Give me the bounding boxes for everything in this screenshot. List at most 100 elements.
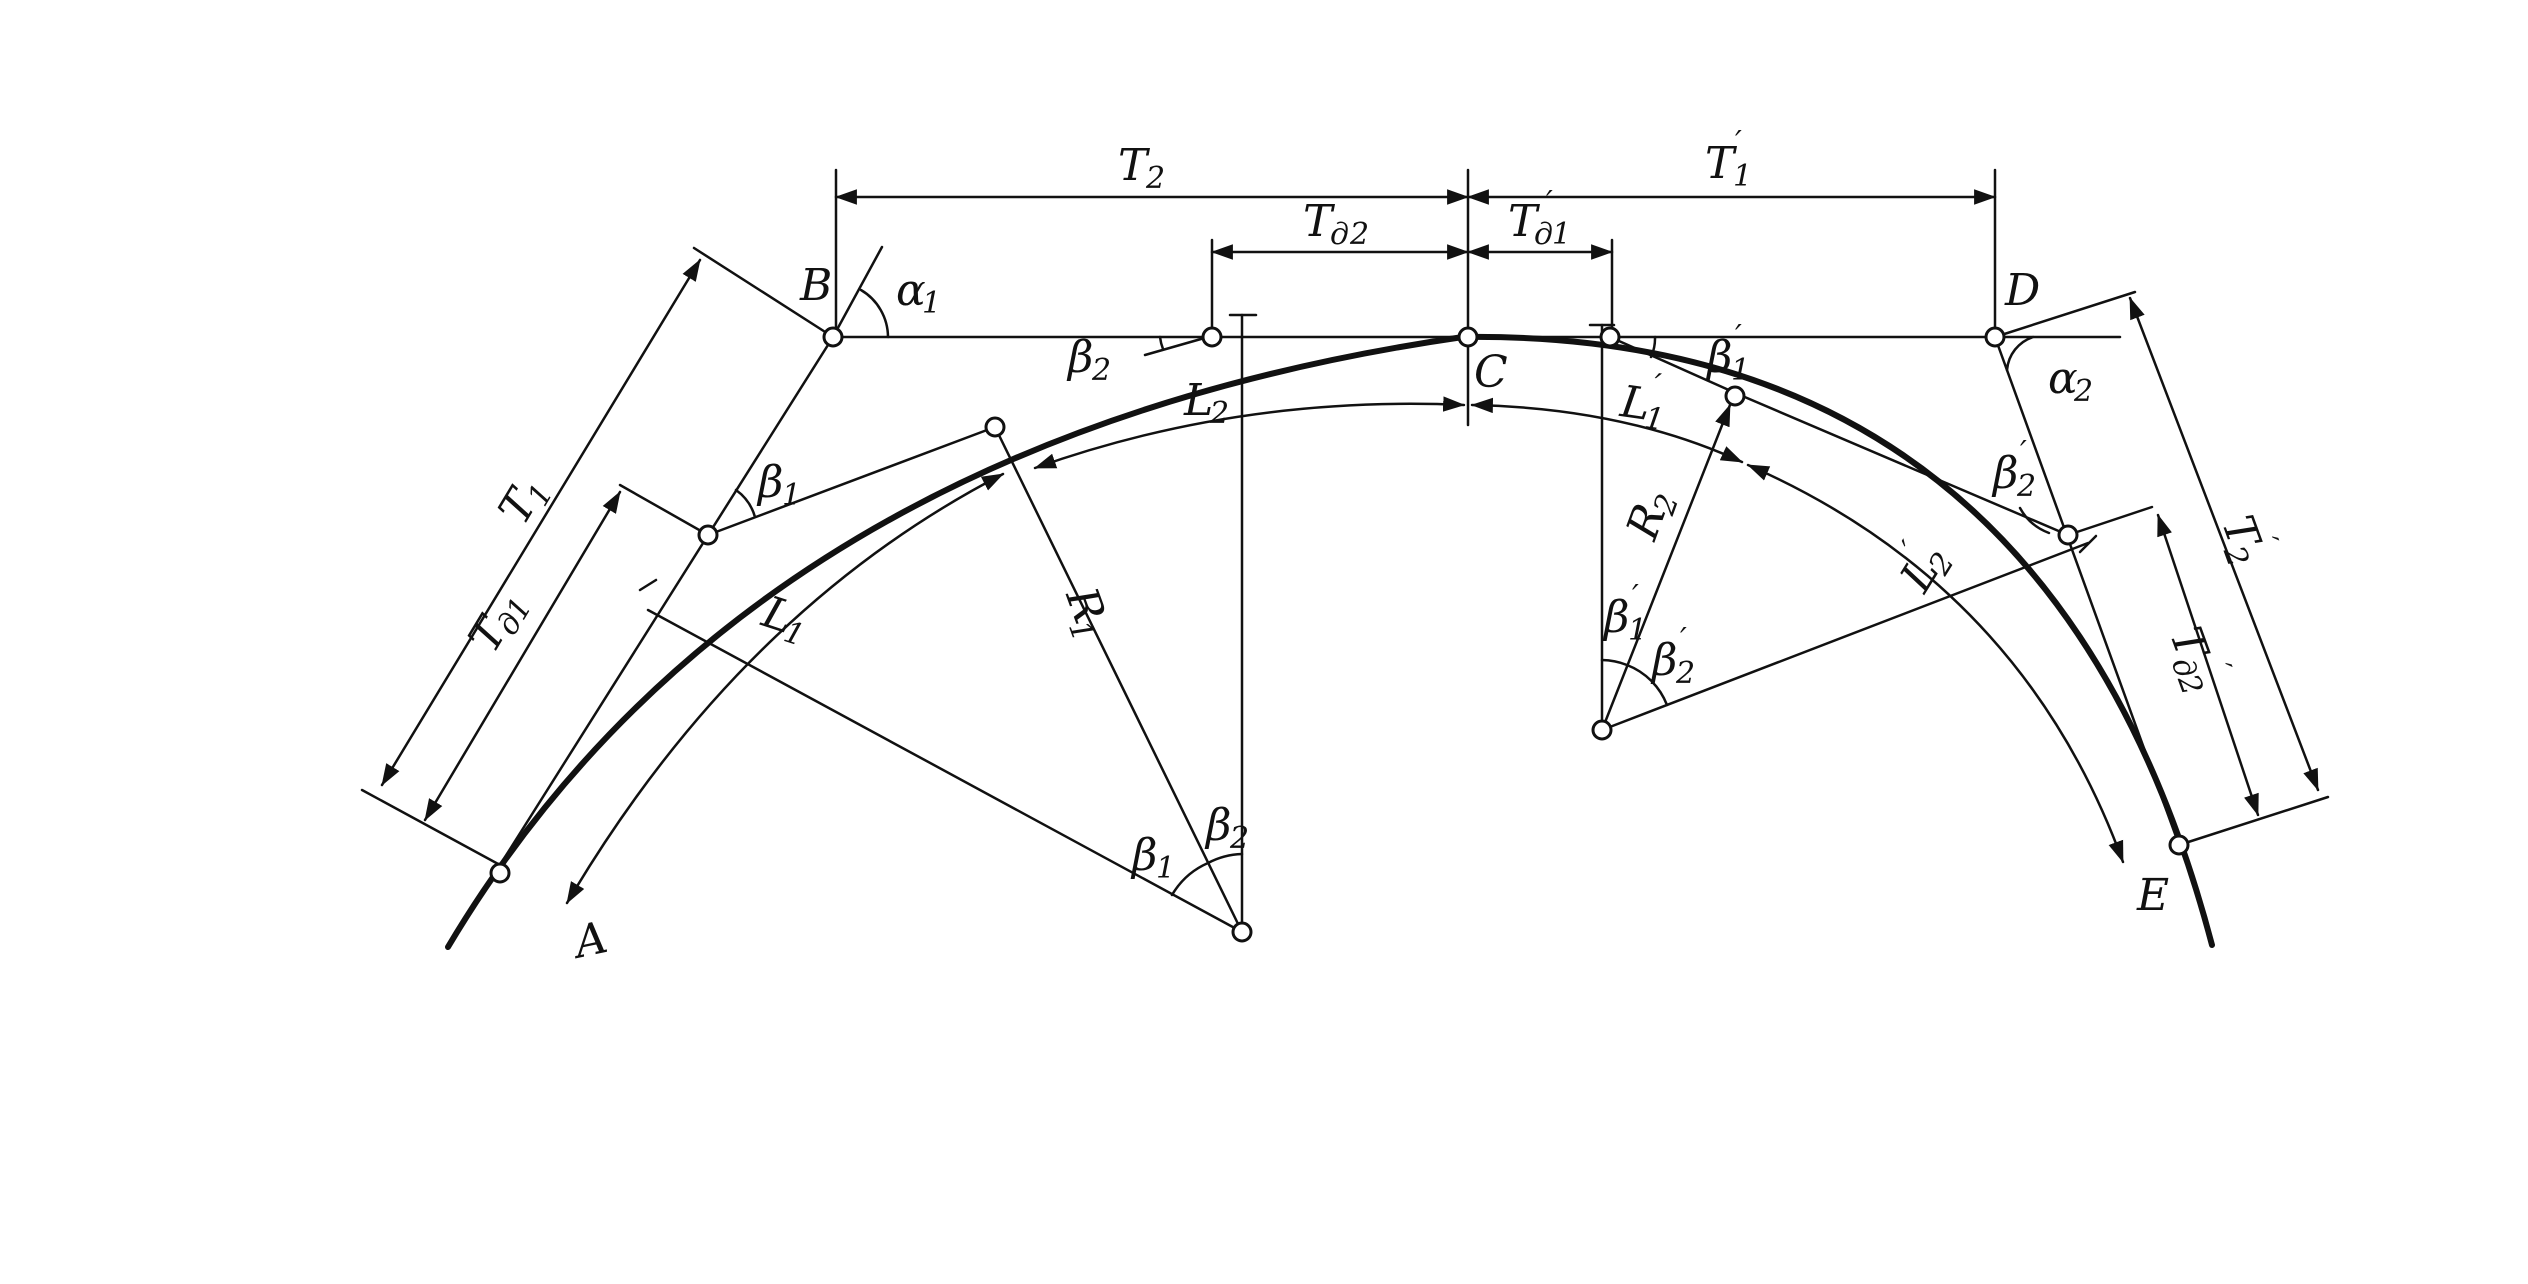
angle-arc-beta1-b1	[734, 488, 757, 519]
point-d1	[2057, 524, 2079, 546]
point-a	[489, 862, 511, 884]
chord-d2-p2	[1608, 335, 1742, 397]
svg-text:β: β	[1066, 332, 1093, 383]
svg-text:1: 1	[1552, 217, 1571, 252]
svg-text:2: 2	[2073, 374, 2093, 409]
radius-to-a	[646, 608, 1244, 934]
angle-arc-alpha1	[859, 288, 890, 339]
curve-arc-1	[445, 334, 1466, 950]
chord-tick-b2	[1143, 335, 1210, 357]
label-l2-prime: L 2 ′	[1890, 535, 1962, 601]
svg-text:β: β	[1991, 448, 2018, 499]
chord-b1-p1	[706, 425, 997, 537]
center-o2	[1591, 719, 1613, 741]
label-td1: T д 1	[459, 592, 539, 662]
point-c	[1457, 326, 1479, 348]
svg-text:2: 2	[1675, 656, 1695, 691]
dim-td1	[423, 490, 622, 822]
label-td2: T д 2	[1303, 196, 1369, 252]
svg-text:β: β	[756, 457, 783, 508]
svg-text:T: T	[1118, 140, 1151, 191]
point-p1	[984, 416, 1006, 438]
label-t2: T 2	[1118, 140, 1165, 196]
angle-arc-beta2-o2	[1625, 663, 1669, 707]
svg-text:2: 2	[2016, 469, 2036, 504]
svg-text:β: β	[1130, 830, 1157, 881]
label-beta1-o2: β 1 ′	[1602, 579, 1647, 648]
svg-text:α: α	[896, 265, 926, 316]
svg-text:T: T	[1303, 196, 1336, 247]
svg-text:д: д	[1534, 217, 1553, 252]
svg-text:2: 2	[1229, 821, 1249, 856]
angle-arc-beta1-d2	[1649, 335, 1657, 359]
angle-arc-beta2-b2	[1158, 335, 1165, 351]
point-p2	[1724, 385, 1746, 407]
label-r1: R 1	[1055, 580, 1115, 646]
label-l1-prime: L 1 ′	[1617, 368, 1667, 438]
label-a: A	[566, 912, 612, 969]
tick-left-t	[638, 578, 658, 592]
svg-text:L: L	[1617, 376, 1654, 431]
label-l1: L 1	[755, 586, 808, 654]
ext-right-d1	[2066, 505, 2154, 537]
svg-text:1: 1	[1733, 159, 1752, 194]
svg-text:2: 2	[1145, 161, 1165, 196]
svg-text:2: 2	[1091, 353, 1111, 388]
label-l2: L 2	[1183, 375, 1229, 431]
point-b	[822, 326, 844, 348]
svg-text:′: ′	[1735, 125, 1742, 160]
label-t1-prime: T 1 ′	[1705, 125, 1752, 194]
svg-text:1: 1	[1156, 851, 1175, 886]
label-c: C	[1474, 347, 1508, 398]
point-d2	[1599, 326, 1621, 348]
dim-l1	[565, 472, 1005, 905]
svg-text:2: 2	[1349, 217, 1369, 252]
svg-text:β: β	[1204, 800, 1231, 851]
label-beta1-left: β 1	[756, 457, 801, 513]
svg-text:′: ′	[1680, 622, 1687, 657]
svg-text:T: T	[1508, 196, 1541, 247]
angle-arc-beta1-o1	[1170, 861, 1210, 897]
radius-r1	[993, 425, 1244, 934]
svg-text:β: β	[1602, 592, 1629, 643]
ext-left-b1	[618, 483, 710, 537]
svg-text:′: ′	[1632, 579, 1639, 614]
label-beta2-right: β 2 ′	[1991, 435, 2036, 504]
chord-p2-d1	[1738, 393, 2070, 537]
point-d	[1984, 326, 2006, 348]
angle-arc-beta2-d1	[2018, 506, 2051, 535]
label-td1-prime: T д 1 ′	[1508, 185, 1571, 252]
svg-text:β: β	[1705, 332, 1732, 383]
angle-arc-beta2-o1	[1206, 852, 1244, 865]
point-b1	[697, 524, 719, 546]
dim-td2-prime	[2156, 513, 2260, 817]
label-r2: R 2	[1617, 490, 1687, 547]
svg-text:1: 1	[1731, 353, 1750, 388]
ext-left-b	[692, 246, 835, 339]
label-beta1-top: β 1 ′	[1705, 319, 1750, 388]
svg-text:1: 1	[922, 286, 941, 321]
svg-text:β: β	[1650, 635, 1677, 686]
label-beta2-o2: β 2 ′	[1650, 622, 1695, 691]
ext-right-e	[2177, 795, 2330, 847]
angle-arc-beta1-o2	[1600, 658, 1629, 667]
dim-l2-prime	[1746, 463, 2125, 864]
svg-text:T: T	[1705, 138, 1738, 189]
label-td2-prime: T д 2 ′	[2159, 620, 2237, 699]
point-e	[2168, 834, 2190, 856]
svg-text:′: ′	[1546, 185, 1553, 220]
svg-text:L: L	[1183, 375, 1213, 426]
tangent-line-de	[1993, 335, 2181, 847]
dim-t1	[380, 258, 702, 787]
point-b2	[1201, 326, 1223, 348]
label-t1: T 1	[489, 478, 561, 533]
label-t2-prime: T 2 ′	[2211, 509, 2284, 571]
label-beta2-top: β 2	[1066, 332, 1111, 388]
label-alpha2: α 2	[2048, 353, 2093, 409]
center-o1	[1231, 921, 1253, 943]
label-b: B	[799, 260, 832, 311]
angle-arc-alpha2	[2005, 335, 2035, 372]
label-beta1-o1: β 1	[1130, 830, 1175, 886]
